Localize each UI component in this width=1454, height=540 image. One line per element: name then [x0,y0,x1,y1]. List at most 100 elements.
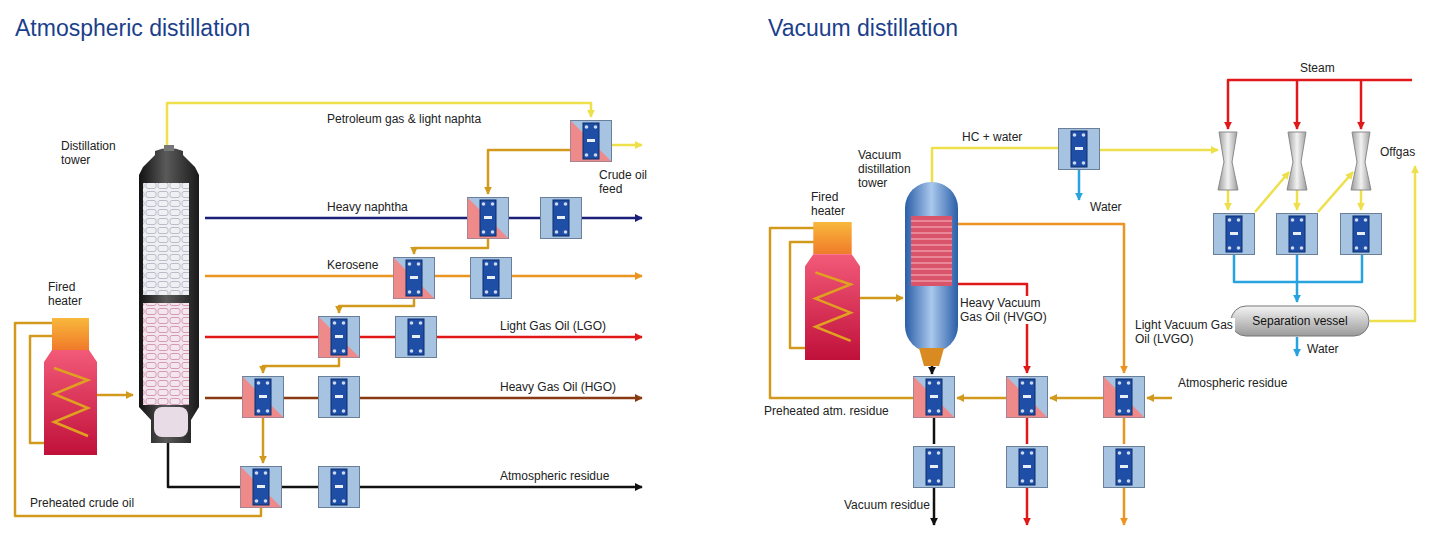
steam-ejectors [1218,132,1371,190]
atm-pipes [435,275,470,278]
atm-pipes [360,486,642,489]
stream-label: Heavy Gas Oil (HGO) [498,380,618,394]
atm-pipes [282,486,318,489]
vac-pipes [958,224,1124,373]
vac-pipes [1360,80,1363,129]
stream-label: Preheated atm. residue [762,404,891,418]
stream-label: Heavy Vacuum Gas Oil (HVGO) [958,296,1060,324]
separation-vessel [1231,306,1369,336]
vac-exchangers [1007,377,1048,418]
distillation-tower [143,183,189,295]
fired-heater [813,222,851,254]
heat-exchangers [394,258,435,299]
stream-label: Vacuum residue [842,498,932,512]
fired-heater [815,272,850,340]
atm-pipes [205,217,467,220]
vac-pipes [1026,488,1029,525]
vac-exchangers [1007,447,1048,488]
separation-vessel: Separation vessel [1230,305,1370,337]
atm-pipes [15,103,642,516]
stream-label: Heavy naphtha [325,200,410,214]
vacuum-tower [911,216,952,286]
fired-heater [44,350,97,455]
vac-pipes [1296,255,1299,302]
feed-connector [860,297,903,300]
atm-pipes [263,358,339,373]
atm-pipes [360,336,395,339]
vac-pipes [1147,397,1172,400]
distillation-tower [143,303,189,405]
heat-exchangers [468,198,509,239]
stream-label: Kerosene [325,258,380,272]
atm-pipes [509,217,540,220]
vac-pipes [933,418,936,444]
atm-pipes [437,336,642,339]
vac-pipes [1026,418,1029,444]
section-title: Vacuum distillation [768,14,958,42]
atm-pipes [205,275,393,278]
vac-exchangers [1277,214,1318,255]
fired-heater [52,318,89,350]
vac-exchangers [1059,129,1100,170]
fired-heater: Fired heater [805,222,860,360]
distillation-tower [154,407,188,437]
vac-exchangers [914,129,1382,488]
steam-ejectors [1218,132,1238,190]
heat-exchangers [541,198,582,239]
atm-pipes [512,275,642,278]
vac-pipes [1255,172,1289,212]
node-label: Separation vessel [1252,314,1347,328]
fired-heater [805,254,860,360]
stream-label: Crude oil feed [597,168,663,196]
vac-pipes [1360,190,1363,210]
distillation-tower: Distillation tower [133,145,205,445]
steam-ejectors [1287,132,1307,190]
vacuum-tower [905,182,958,352]
heat-exchangers [241,121,612,508]
vac-pipes [1078,170,1081,200]
vac-exchangers [1104,377,1145,418]
stream-label: HC + water [960,130,1024,144]
vac-pipes [1228,80,1412,129]
vac-pipes [1100,149,1218,152]
vac-pipes [1123,488,1126,525]
stream-label: Atmospheric residue [1176,376,1289,390]
heat-exchangers [241,467,282,508]
atm-pipes [168,443,240,487]
atm-pipes [488,150,570,194]
fired-heater [44,318,97,455]
vac-pipes [770,80,1415,525]
vac-exchangers [914,377,955,418]
vacuum-tower [919,348,944,366]
vac-pipes [1227,190,1230,210]
stream-label: Preheated crude oil [28,496,136,510]
node-label: Fired heater [811,190,861,218]
atm-pipes [205,397,242,400]
atm-pipes [262,418,265,463]
node-label: Distillation tower [61,139,131,167]
fired-heater [54,368,88,436]
vac-pipes [1296,80,1299,129]
stream-label: Light Gas Oil (LGO) [498,319,608,333]
atm-pipes [612,144,642,147]
stream-label: Water [1305,342,1341,356]
section-title: Atmospheric distillation [15,14,250,42]
atm-pipes [339,299,414,313]
atm-pipes [167,103,591,146]
heat-exchangers [319,377,360,418]
vac-pipes [1296,190,1299,210]
feed-connector [97,394,133,397]
distillation-tower [164,145,174,151]
vac-pipes [1123,418,1126,444]
vac-pipes [932,148,1058,184]
vac-exchangers [1104,447,1145,488]
atm-pipes [284,397,318,400]
vac-pipes [957,397,1006,400]
fired-heater: Fired heater [44,318,97,455]
vac-pipes [1050,397,1103,400]
steam-ejectors [1351,132,1371,190]
node-label: Vacuum distillation tower [858,148,926,190]
stream-label: Atmospheric residue [498,469,611,483]
